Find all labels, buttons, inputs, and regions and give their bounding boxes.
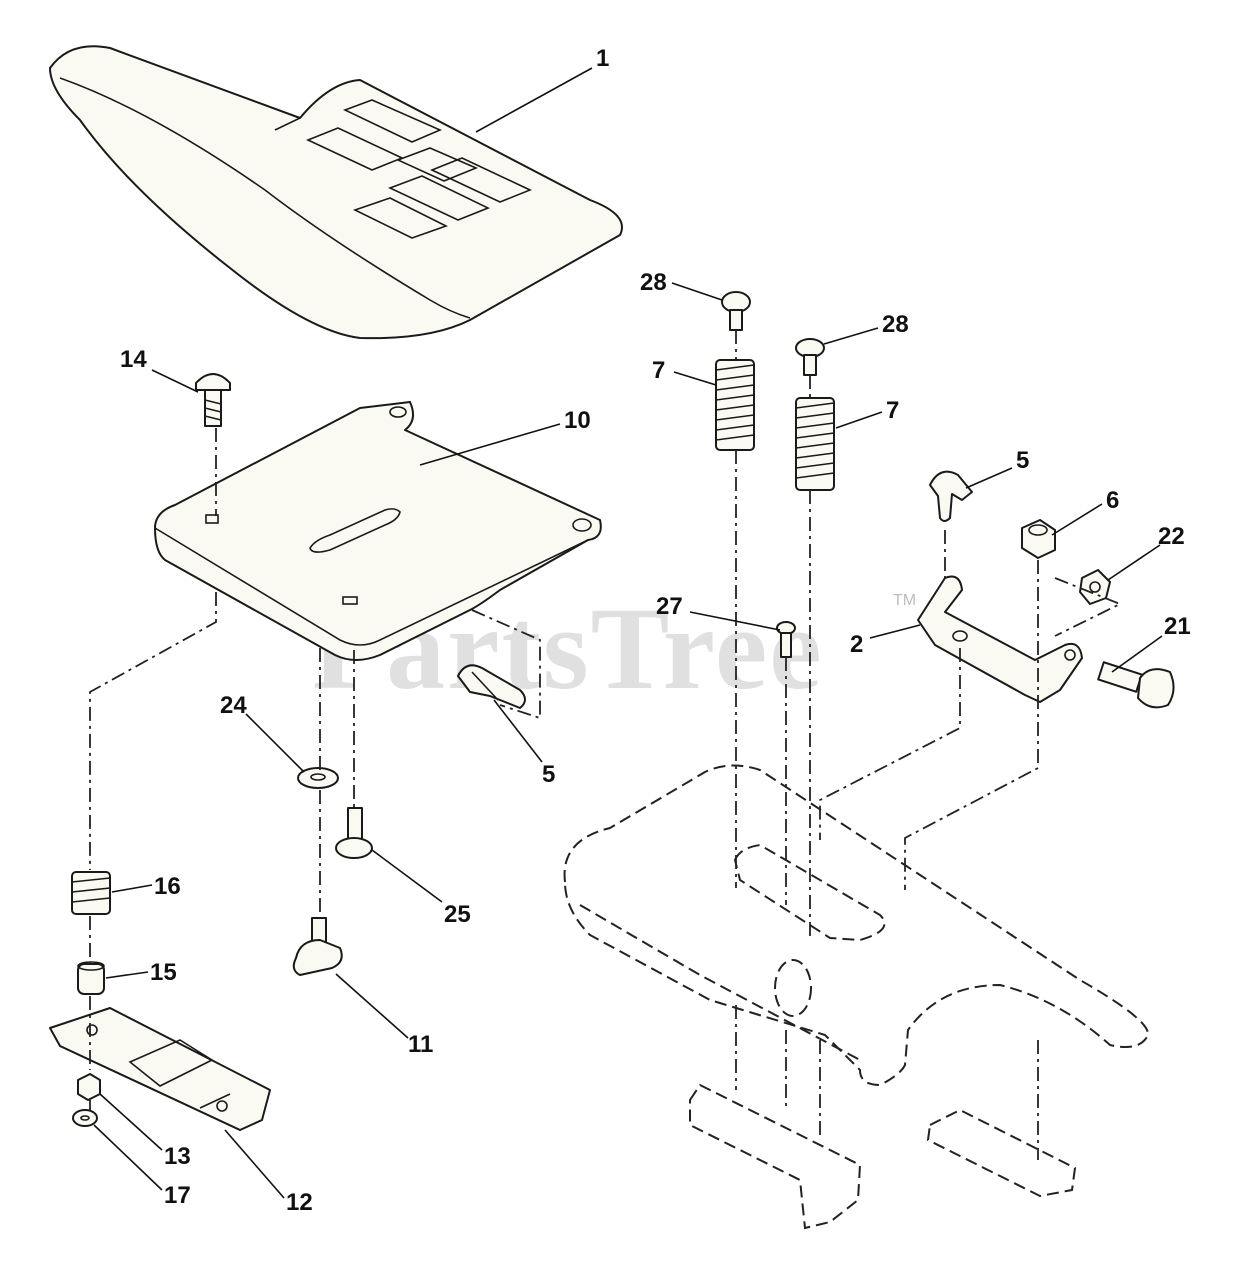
part-17-washer[interactable] <box>72 1109 98 1127</box>
watermark-tm: TM <box>893 592 916 609</box>
part-5-clip-left[interactable] <box>457 664 526 709</box>
part-10-seat-pan[interactable] <box>154 401 602 661</box>
part-25-bolt[interactable] <box>335 807 373 859</box>
callout-28-left[interactable]: 28 <box>640 269 667 296</box>
callout-2[interactable]: 2 <box>850 631 863 658</box>
part-11-knob[interactable] <box>292 917 343 976</box>
tractor-frame-outline <box>563 764 1149 1230</box>
callout-1[interactable]: 1 <box>596 45 609 72</box>
part-28-bolt-right[interactable] <box>795 338 825 376</box>
callout-6[interactable]: 6 <box>1106 487 1119 514</box>
assembly-lines <box>89 330 1123 1160</box>
callout-15[interactable]: 15 <box>150 959 177 986</box>
callout-22[interactable]: 22 <box>1158 523 1185 550</box>
part-15-spacer[interactable] <box>77 961 105 995</box>
part-24-washer[interactable] <box>297 767 339 789</box>
callout-13[interactable]: 13 <box>164 1143 191 1170</box>
callout-25[interactable]: 25 <box>444 901 471 928</box>
part-5-clip-right[interactable] <box>929 470 973 522</box>
callout-14[interactable]: 14 <box>120 346 147 373</box>
part-27-screw[interactable] <box>776 621 796 658</box>
part-6-lock-nut[interactable] <box>1021 519 1056 559</box>
callout-24[interactable]: 24 <box>220 692 247 719</box>
part-7-spring-right[interactable] <box>795 397 835 491</box>
part-21-shoulder-bolt[interactable] <box>1097 661 1175 709</box>
callout-10[interactable]: 10 <box>564 407 591 434</box>
callout-17[interactable]: 17 <box>164 1182 191 1209</box>
callout-12[interactable]: 12 <box>286 1189 313 1216</box>
part-2-bracket[interactable] <box>917 575 1083 703</box>
callout-5-left[interactable]: 5 <box>542 761 555 788</box>
callout-28-right[interactable]: 28 <box>882 311 909 338</box>
leader-lines <box>93 67 1163 1199</box>
callout-7-left[interactable]: 7 <box>652 357 665 384</box>
part-13-nut[interactable] <box>77 1073 101 1101</box>
callout-11[interactable]: 11 <box>408 1031 433 1058</box>
part-14-carriage-bolt[interactable] <box>195 373 231 427</box>
callout-16[interactable]: 16 <box>154 873 181 900</box>
callout-27[interactable]: 27 <box>656 593 683 620</box>
callout-21[interactable]: 21 <box>1164 613 1191 640</box>
callout-5-right[interactable]: 5 <box>1016 447 1029 474</box>
callouts: 1 10 14 28 28 7 7 5 6 22 2 21 27 5 24 25… <box>120 45 1191 1216</box>
callout-7-right[interactable]: 7 <box>886 397 899 424</box>
part-7-spring-left[interactable] <box>715 359 755 451</box>
part-16-spring[interactable] <box>71 871 111 915</box>
part-28-bolt-left[interactable] <box>721 291 751 331</box>
part-1-seat[interactable] <box>49 45 623 340</box>
